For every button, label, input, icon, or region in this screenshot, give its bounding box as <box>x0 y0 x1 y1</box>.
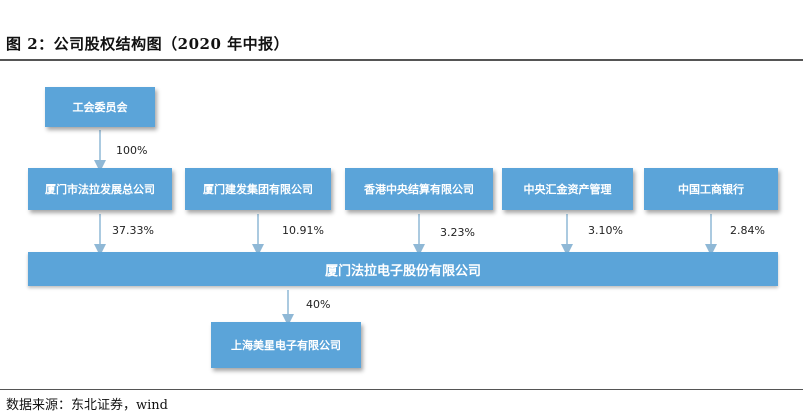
figure-source: 数据来源：东北证券，wind <box>6 398 168 413</box>
pct-top-link: 100% <box>116 144 148 157</box>
node-company: 厦门法拉电子股份有限公司 <box>28 252 778 286</box>
pct-shareholder-3: 3.23% <box>440 226 475 239</box>
pct-shareholder-1: 37.33% <box>112 224 154 237</box>
node-shareholder-1: 厦门市法拉发展总公司 <box>28 168 172 210</box>
top-rule <box>0 59 803 61</box>
pct-shareholder-4: 3.10% <box>588 224 623 237</box>
node-shareholder-5: 中国工商银行 <box>644 168 778 210</box>
node-shareholder-4: 中央汇金资产管理 <box>502 168 633 210</box>
pct-subsidiary-link: 40% <box>306 298 331 311</box>
node-top-union: 工会委员会 <box>45 87 155 127</box>
node-shareholder-2: 厦门建发集团有限公司 <box>185 168 331 210</box>
node-subsidiary: 上海美星电子有限公司 <box>211 322 361 368</box>
bottom-rule <box>0 389 803 390</box>
pct-shareholder-5: 2.84% <box>730 224 765 237</box>
node-shareholder-3: 香港中央结算有限公司 <box>345 168 493 210</box>
figure-title: 图 2：公司股权结构图（2020 年中报） <box>6 35 290 53</box>
pct-shareholder-2: 10.91% <box>282 224 324 237</box>
